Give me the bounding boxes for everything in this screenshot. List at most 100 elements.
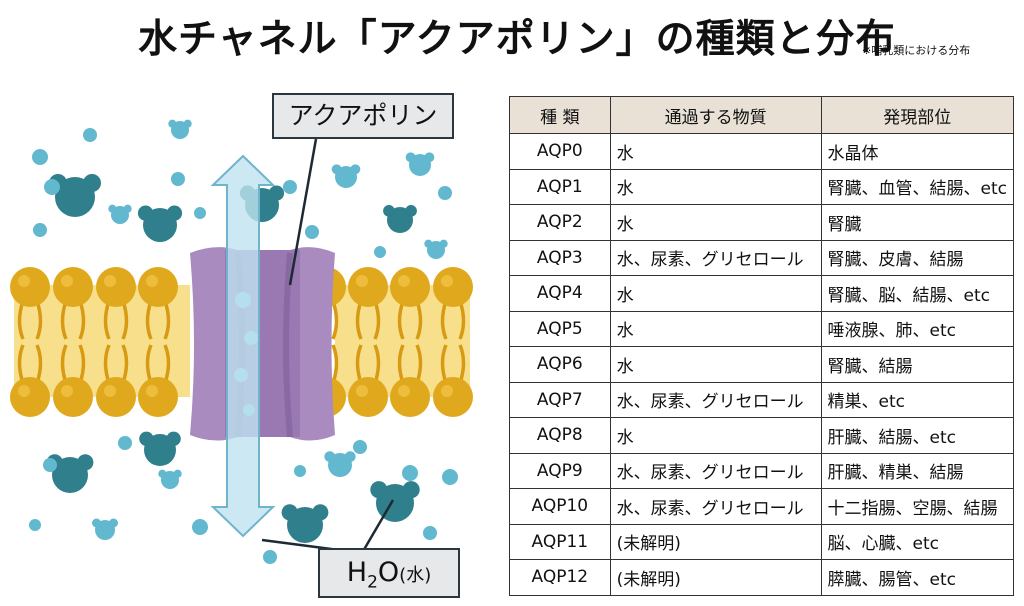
cell-type: AQP6 — [509, 346, 611, 383]
lipid-head-highlight — [146, 275, 158, 287]
hydrogen-atom — [350, 164, 361, 175]
cell-sites: 脳、心臓、etc — [820, 523, 1015, 560]
header-passes: 通過する物質 — [609, 96, 822, 134]
cell-type: AQP9 — [509, 452, 611, 489]
table-row: AQP12(未解明)膵臓、腸管、etc — [509, 559, 1015, 596]
hydrogen-atom — [77, 454, 94, 471]
hydrogen-atom — [331, 164, 342, 175]
cell-sites: 精巣、etc — [820, 381, 1015, 418]
hydrogen-atom — [123, 204, 132, 213]
header-sites: 発現部位 — [820, 96, 1015, 134]
cell-type: AQP1 — [509, 168, 611, 205]
cell-passes: 水 — [609, 133, 822, 170]
lipid-head — [433, 267, 473, 307]
water-molecule — [192, 519, 208, 535]
hydrogen-atom — [424, 239, 433, 248]
hydrogen-atom — [268, 185, 285, 201]
cell-passes: (未解明) — [609, 559, 822, 596]
cell-sites: 腎臓 — [820, 204, 1015, 241]
water-molecule — [305, 225, 319, 239]
water-molecule — [283, 180, 297, 194]
lipid-head — [433, 377, 473, 417]
lipid-head — [53, 267, 93, 307]
cell-passes: 水、尿素、グリセロール — [609, 239, 822, 276]
cell-sites: 水晶体 — [820, 133, 1015, 170]
cell-type: AQP11 — [509, 523, 611, 560]
lipid-head-highlight — [18, 385, 30, 397]
cell-type: AQP7 — [509, 381, 611, 418]
lipid-head-highlight — [356, 385, 368, 397]
protein-pointer-line — [288, 138, 318, 286]
lipid-head — [10, 377, 50, 417]
lipid-head-highlight — [104, 385, 116, 397]
lipid-tail — [331, 344, 339, 384]
lipid-head-highlight — [104, 275, 116, 287]
water-molecule — [263, 550, 277, 564]
hydrogen-atom — [109, 518, 118, 528]
lipid-head — [390, 267, 430, 307]
distribution-note: ※哺乳類における分布 — [862, 44, 971, 57]
cell-type: AQP4 — [509, 275, 611, 312]
water-molecule — [423, 526, 437, 540]
lipid-head — [138, 377, 178, 417]
cell-passes: 水、尿素、グリセロール — [609, 381, 822, 418]
cell-passes: 水 — [609, 417, 822, 454]
water-molecule — [32, 149, 48, 165]
hydrogen-atom — [312, 504, 329, 521]
header-type: 種 類 — [509, 96, 611, 134]
cell-type: AQP8 — [509, 417, 611, 454]
double-arrow — [210, 154, 276, 538]
hydrogen-atom — [405, 205, 417, 217]
water-molecule — [374, 246, 386, 258]
lipid-head-highlight — [356, 275, 368, 287]
cell-sites: 肝臓、精巣、結腸 — [820, 452, 1015, 489]
water-molecule — [294, 465, 306, 477]
aquaporin-label: アクアポリン — [272, 93, 454, 139]
hydrogen-atom — [137, 205, 154, 221]
water-molecule — [194, 207, 206, 219]
lipid-head-highlight — [441, 385, 453, 397]
lipid-head-highlight — [146, 385, 158, 397]
cell-sites: 腎臓、皮膚、結腸 — [820, 239, 1015, 276]
cell-type: AQP5 — [509, 310, 611, 347]
lipid-head — [96, 377, 136, 417]
hydrogen-atom — [83, 174, 101, 192]
hydrogen-atom — [383, 205, 395, 217]
lipid-head — [10, 267, 50, 307]
hydrogen-atom — [139, 431, 154, 446]
cell-sites: 唾液腺、肺、etc — [820, 310, 1015, 347]
hydrogen-atom — [402, 481, 420, 499]
water-molecule — [402, 465, 418, 481]
hydrogen-atom — [370, 481, 388, 499]
cell-sites: 腎臓、血管、結腸、etc — [820, 168, 1015, 205]
hydrogen-atom — [324, 451, 336, 462]
lipid-head — [96, 267, 136, 307]
hydrogen-atom — [173, 469, 182, 478]
water-molecule — [438, 186, 452, 200]
lipid-head — [53, 377, 93, 417]
cell-sites: 腎臓、脳、結腸、etc — [820, 275, 1015, 312]
cell-passes: (未解明) — [609, 523, 822, 560]
hydrogen-atom — [158, 469, 167, 478]
water-label: H2O(水) — [318, 548, 460, 598]
lipid-head — [138, 267, 178, 307]
lipid-head-highlight — [398, 275, 410, 287]
cell-passes: 水 — [609, 310, 822, 347]
lipid-head-highlight — [441, 275, 453, 287]
cell-passes: 水 — [609, 204, 822, 241]
table-header-row: 種 類 通過する物質 発現部位 — [509, 96, 1015, 134]
hydrogen-atom — [92, 518, 101, 528]
water-molecule — [33, 223, 47, 237]
cell-passes: 水 — [609, 346, 822, 383]
water-molecule — [29, 519, 41, 531]
water-molecule — [353, 440, 367, 454]
hydrogen-atom — [108, 204, 117, 213]
lipid-head-highlight — [61, 385, 73, 397]
cell-passes: 水 — [609, 168, 822, 205]
